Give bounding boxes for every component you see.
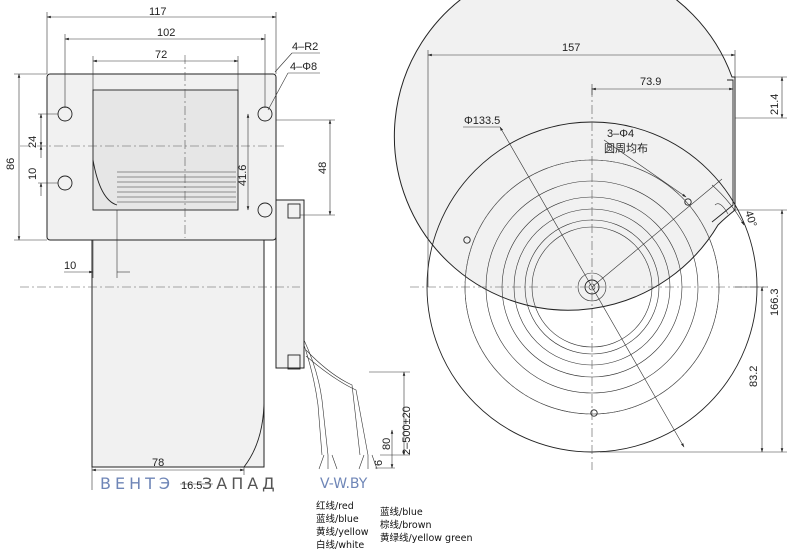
legend-left-2: 蓝线/blue xyxy=(316,513,359,525)
dim-41-6: 41.6 xyxy=(237,165,249,186)
label-corner-radius: 4–R2 xyxy=(292,41,318,53)
mount-hole xyxy=(257,202,273,218)
clip-top xyxy=(287,203,301,219)
label-3-holes: 3–Φ4 xyxy=(607,128,634,140)
legend-left-4: 白线/white xyxy=(316,539,364,551)
dim-117: 117 xyxy=(149,6,167,18)
dim-157: 157 xyxy=(562,42,580,54)
dim-166-3: 166.3 xyxy=(769,288,781,316)
impeller-blades xyxy=(92,159,236,206)
dim-24: 24 xyxy=(27,136,39,148)
side-dimensions: 157 73.9 21.4 166.3 83.2 Φ133.5 3–Φ4 圆周均… xyxy=(427,42,787,453)
watermark-site: V-W.BY xyxy=(320,476,368,492)
dim-10-bottom: 10 xyxy=(64,260,76,272)
legend-left-1: 红线/red xyxy=(316,500,354,512)
label-holes-note: 圆周均布 xyxy=(604,142,648,155)
outlet-opening xyxy=(92,89,239,211)
dim-21-4: 21.4 xyxy=(769,94,781,115)
dim-angle-40: 40° xyxy=(742,209,759,229)
label-mount-holes: 4–Φ8 xyxy=(290,61,317,73)
clip-bottom xyxy=(287,354,301,370)
wire-legend: 红线/red 蓝线/blue 黄线/yellow 白线/white 蓝线/blu… xyxy=(316,500,473,551)
dim-102: 102 xyxy=(157,27,175,39)
lead-wires xyxy=(303,339,378,470)
front-dimensions: 117 102 72 86 24 10 41.6 48 4–R2 4–Φ8 xyxy=(5,6,413,492)
dim-72: 72 xyxy=(155,49,167,61)
dim-lead-length: 2–500±20 xyxy=(401,406,413,455)
dim-73-9: 73.9 xyxy=(640,76,661,88)
legend-right-2: 棕线/brown xyxy=(380,519,432,531)
dim-48: 48 xyxy=(317,162,329,174)
watermark: ВЕНТЭ ЗАПАД V-W.BY xyxy=(100,474,368,493)
dim-83-2: 83.2 xyxy=(748,366,760,387)
dim-80: 80 xyxy=(381,438,393,450)
dim-86: 86 xyxy=(5,158,17,170)
side-view xyxy=(393,0,768,470)
motor-side xyxy=(275,199,305,369)
blower-body xyxy=(91,239,265,468)
dim-diameter: Φ133.5 xyxy=(464,115,500,127)
legend-right-1: 蓝线/blue xyxy=(380,506,423,518)
dim-78: 78 xyxy=(152,457,164,469)
front-view xyxy=(20,55,378,470)
screw-hole xyxy=(463,236,471,244)
screw-hole xyxy=(684,198,692,206)
watermark-brand-right: ЗАПАД xyxy=(202,474,279,493)
dim-16-5: 16.5 xyxy=(181,480,202,492)
dim-6: 6 xyxy=(373,460,385,466)
dim-10-left: 10 xyxy=(27,168,39,180)
legend-left-3: 黄线/yellow xyxy=(316,526,369,538)
legend-right-3: 黄绿线/yellow green xyxy=(380,532,473,544)
watermark-brand-left: ВЕНТЭ xyxy=(100,474,174,493)
